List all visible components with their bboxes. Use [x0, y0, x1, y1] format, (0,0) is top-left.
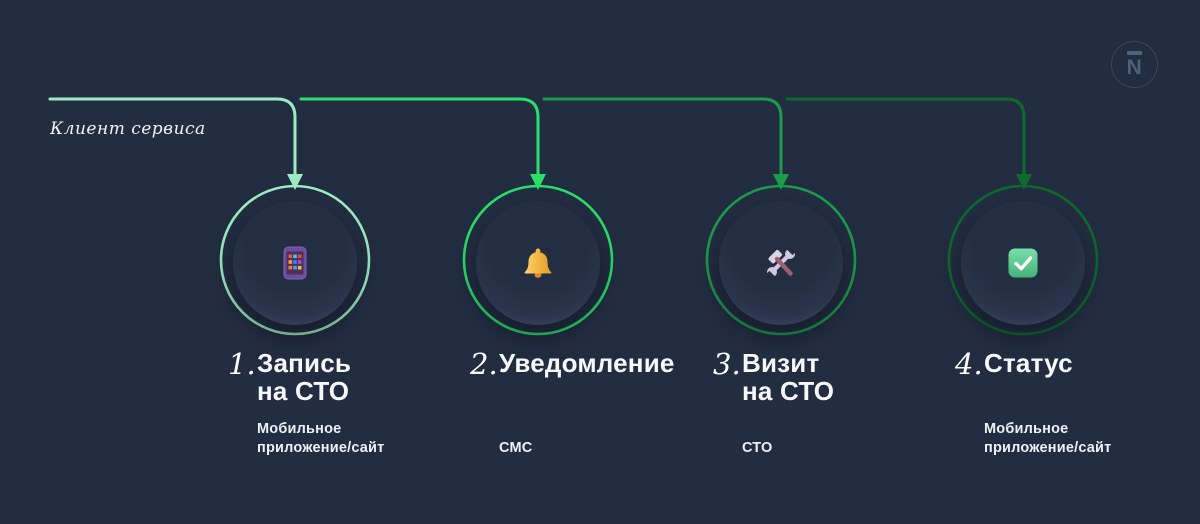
step1-text: 1. Запись на СТО Мобильное приложение/са… — [228, 349, 460, 458]
arrow-down-icon — [287, 174, 303, 190]
check-mark-icon — [1008, 248, 1038, 278]
step2-ring — [462, 184, 614, 336]
step4-circle — [947, 184, 1099, 336]
arrow-down-icon — [773, 174, 789, 190]
step1-number: 1. — [228, 347, 256, 381]
logo-letter: N — [1126, 55, 1143, 79]
bell-icon — [523, 247, 553, 279]
step4-subtitle: Мобильное приложение/сайт — [984, 421, 1112, 456]
connector-line-step3 — [542, 97, 783, 178]
step3-number: 3. — [713, 347, 741, 381]
connector-line-step4 — [785, 97, 1026, 178]
step4-title: Статус — [984, 348, 1073, 378]
connector-line-step2 — [299, 97, 540, 178]
brand-logo: N — [1111, 41, 1158, 88]
step1-title: Запись на СТО — [257, 348, 352, 406]
step4-text: 4. Статус Мобильное приложение/сайт — [955, 349, 1187, 458]
logo-macron-bar — [1127, 51, 1142, 55]
step1-subtitle: Мобильное приложение/сайт — [257, 421, 385, 456]
arrow-down-icon — [530, 174, 546, 190]
step3-text: 3. Визит на СТО СТО — [713, 349, 945, 458]
step2-subtitle: СМС — [499, 440, 533, 456]
step3-subtitle: СТО — [742, 440, 773, 456]
step3-title: Визит на СТО — [742, 348, 835, 406]
arrow-down-icon — [1016, 174, 1032, 190]
step2-number: 2. — [470, 347, 498, 381]
flow-label: Клиент сервиса — [50, 119, 206, 139]
step4-number: 4. — [955, 347, 983, 381]
connector-line-step1 — [48, 97, 297, 178]
step4-ring — [947, 184, 1099, 336]
step3-circle — [705, 184, 857, 336]
step1-ring — [219, 184, 371, 336]
hammer-wrench-icon — [765, 247, 797, 280]
step2-circle — [462, 184, 614, 336]
step3-ring — [705, 184, 857, 336]
mobile-phone-icon — [283, 246, 307, 280]
step2-title: Уведомление — [499, 348, 675, 378]
step1-circle — [219, 184, 371, 336]
step2-text: 2. Уведомление СМС — [470, 349, 702, 458]
